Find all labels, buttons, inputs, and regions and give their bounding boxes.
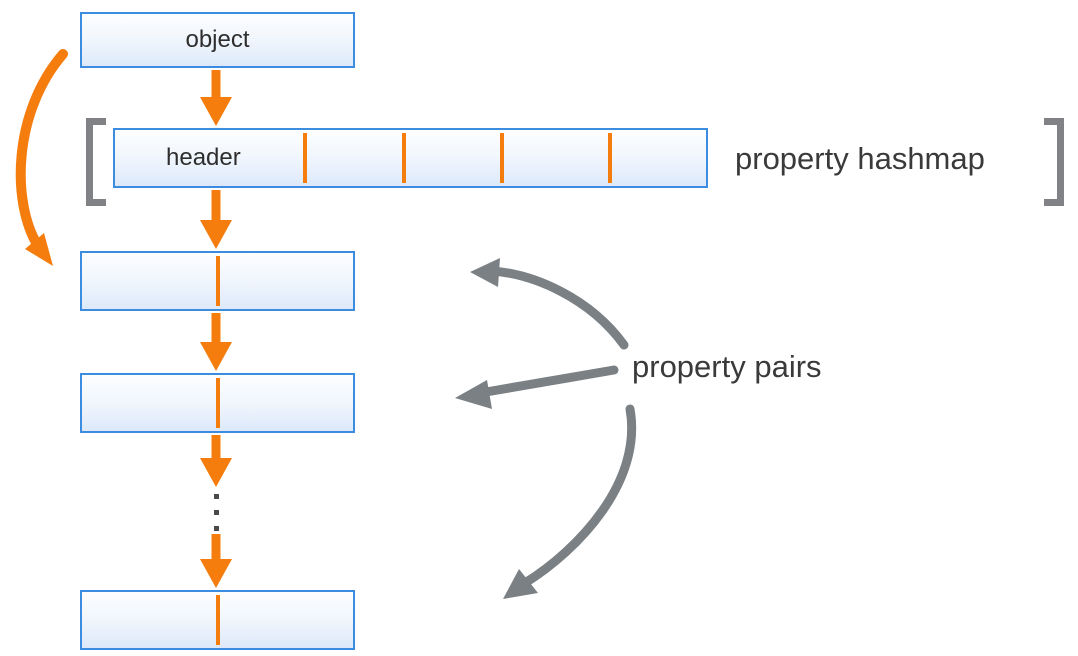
gray-arrow-to-pair-box-3: [503, 404, 637, 599]
header-box: header: [113, 128, 708, 188]
property-pairs-label: property pairs: [632, 349, 822, 384]
header-slot-tick-3: [500, 133, 504, 183]
orange-arrow-object-to-header: [200, 70, 232, 126]
ellipsis-dot-3: [214, 526, 219, 531]
orange-curved-arrow-object-to-pairs: [15, 49, 68, 266]
pair-box-divider-1: [216, 256, 220, 306]
header-slot-tick-4: [608, 133, 612, 183]
gray-arrow-to-pair-box-2: [455, 365, 619, 409]
ellipsis-dot-1: [214, 494, 219, 499]
bracket-open-icon: [86, 118, 106, 206]
object-box: object: [80, 12, 355, 68]
orange-arrow-ellipsis-to-pair3: [200, 534, 232, 588]
orange-arrow-pair2-to-ellipsis: [200, 435, 232, 487]
gray-arrow-to-pair-box-1: [470, 258, 629, 350]
property-hashmap-label: property hashmap: [735, 141, 985, 176]
orange-arrow-pair1-to-pair2: [200, 313, 232, 371]
bracket-close-icon: [1044, 118, 1064, 206]
header-slot-tick-1: [303, 133, 307, 183]
ellipsis-dot-2: [214, 510, 219, 515]
pair-box-divider-2: [216, 378, 220, 428]
pair-box-divider-3: [216, 595, 220, 645]
orange-arrow-header-to-pair1: [200, 190, 232, 249]
header-box-label: header: [166, 144, 241, 171]
object-box-label: object: [185, 26, 250, 53]
header-slot-tick-2: [402, 133, 406, 183]
